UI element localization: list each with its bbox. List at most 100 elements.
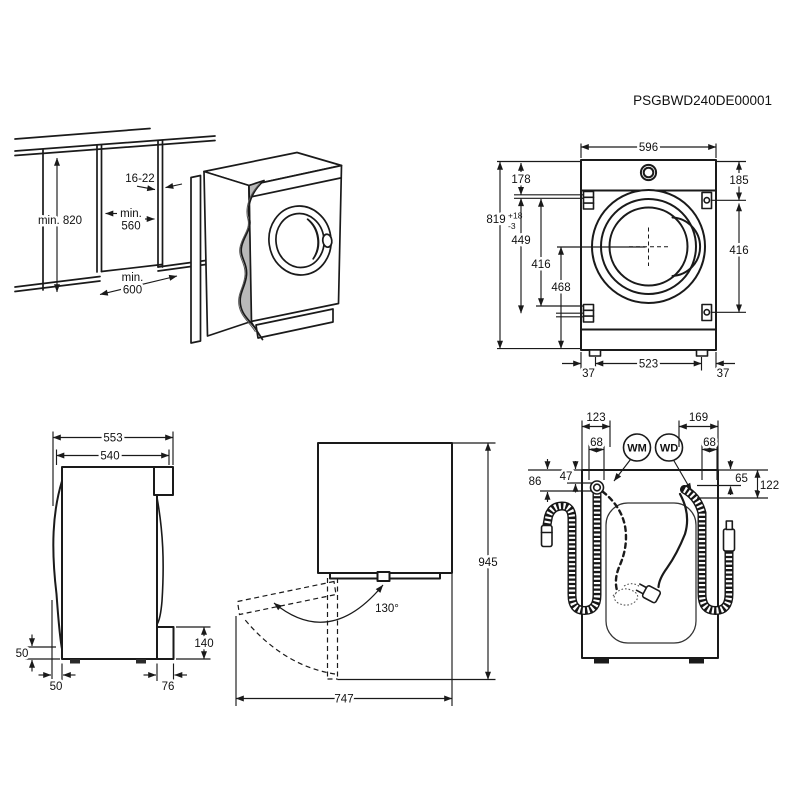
- power-cord: [657, 492, 689, 589]
- angle-arc: [273, 584, 384, 623]
- door-handle: [321, 233, 333, 249]
- side-foot-front: [70, 659, 80, 664]
- dim-height-open: 945: [478, 557, 497, 569]
- drain-outlet-fitting: [589, 480, 605, 495]
- door-swing-view: 130° 945 747: [235, 442, 500, 708]
- inlet-hose: [680, 485, 736, 616]
- dim-door-angle: 130°: [375, 603, 399, 615]
- niche-left-wall: [96, 144, 103, 273]
- rear-foot-right: [689, 658, 704, 664]
- dim-bottom-rear: 76: [162, 681, 175, 693]
- power-plug: [635, 583, 662, 604]
- wd-callout-label: WD: [660, 443, 678, 455]
- dim-niche-width-value: 560: [121, 221, 140, 233]
- protective-cover: [239, 179, 265, 341]
- document-code: PSGBWD240DE00001: [633, 93, 772, 108]
- dim-height: 819: [486, 214, 505, 226]
- dim-foot-span: 523: [639, 359, 658, 371]
- rear-bracket: [153, 466, 174, 496]
- dim-wd-drop-inner: 65: [735, 473, 748, 485]
- bracket-top-right: [701, 191, 713, 210]
- rear-foot-left: [594, 658, 609, 664]
- dim-hinge-span: 449: [511, 235, 530, 247]
- wd-leader-line: [673, 459, 692, 492]
- counter-back-edge: [14, 127, 151, 140]
- dim-wm-inner: 68: [590, 437, 603, 449]
- dim-wm-drop-inner: 47: [560, 471, 573, 483]
- dim-depth-open: 747: [334, 694, 353, 706]
- dim-depth-total: 553: [103, 433, 122, 445]
- washer-plinth: [255, 308, 334, 339]
- side-view: 553 540 140 50 50 76: [13, 430, 216, 696]
- wm-callout-label: WM: [627, 443, 647, 455]
- counter-front-edge: [14, 135, 216, 157]
- right-shelf-edge: [157, 258, 214, 272]
- washer-3d-view: [190, 151, 343, 344]
- dim-height-tol-minus: -3: [508, 221, 516, 231]
- dim-foot-right: 37: [717, 368, 730, 380]
- niche-floor: [100, 263, 163, 273]
- side-foot-rear: [136, 659, 146, 664]
- internal-drain-hose-dashed: [601, 490, 628, 594]
- drain-hose-end: [540, 524, 553, 548]
- dim-niche-height: min. 820: [38, 215, 82, 227]
- inlet-hose-connector: [722, 528, 736, 552]
- dim-depth-body: 540: [100, 451, 119, 463]
- door-swing-path: [243, 617, 336, 675]
- hinge-top-left: [582, 190, 595, 210]
- decor-panel: [190, 174, 202, 344]
- dim-wd-offset: 169: [689, 412, 708, 424]
- dim-niche-width-prefix: min.: [120, 208, 142, 220]
- rear-extension-lines: [528, 420, 768, 499]
- dim-center-span: 468: [551, 282, 570, 294]
- dim-offset-top-left: 178: [511, 174, 530, 186]
- inlet-hose-cap: [725, 520, 734, 531]
- dim-wm-drop-outer: 86: [529, 476, 542, 488]
- dim-wd-drop-outer: 122: [760, 480, 779, 492]
- rear-bottom-box: [156, 626, 175, 660]
- dim-niche-depth-prefix: min.: [122, 272, 144, 284]
- foot-right: [695, 349, 709, 357]
- dim-bottom-front: 50: [50, 681, 63, 693]
- dim-wm-offset: 123: [586, 412, 605, 424]
- dim-line-niche-depth: [99, 274, 178, 296]
- door-handle-recess: [306, 218, 320, 260]
- coiled-hose-scribble: [612, 583, 641, 606]
- wd-callout-circle: [654, 433, 684, 462]
- rear-panel-bulge: [156, 496, 164, 626]
- door-hinge-tab: [376, 571, 391, 582]
- machine-top-outline: [317, 442, 453, 574]
- dim-panel-thickness: 16-22: [125, 173, 154, 185]
- door-handle-arc: [671, 216, 702, 277]
- hinge-bottom-left: [582, 303, 595, 323]
- dim-wd-inner: 68: [703, 437, 716, 449]
- niche-diagram: min. 820 min. 560 min. 600 16-22: [14, 127, 216, 299]
- side-body-outline: [61, 466, 158, 660]
- rear-view: WM WD 123 68 169 68 86 47 65 122: [526, 410, 782, 664]
- wm-callout-circle: [622, 433, 652, 462]
- top-knob-inner: [642, 166, 655, 179]
- door-open-90-outline: [326, 578, 339, 680]
- dim-rear-recess: 140: [194, 638, 213, 650]
- dim-offset-top-right: 185: [729, 175, 748, 187]
- dim-arrow-panel-right: [165, 183, 183, 189]
- wm-leader-line: [613, 459, 631, 482]
- foot-left: [588, 349, 602, 357]
- swing-extension-lines: [235, 442, 496, 706]
- dim-front-clearance: 50: [16, 648, 29, 660]
- control-panel-line: [249, 177, 342, 198]
- dim-width: 596: [639, 142, 658, 154]
- dim-right-span: 416: [729, 245, 748, 257]
- dim-arrow-panel-left: [136, 185, 156, 192]
- front-door-bulge: [52, 480, 63, 650]
- niche-right-wall: [157, 139, 164, 268]
- rear-panel-recess: [605, 502, 697, 644]
- dim-foot-left: 37: [582, 368, 595, 380]
- drain-hose: [540, 489, 602, 616]
- front-view: 596 819 +18 -3 178 449 416 468 185 416 3…: [484, 140, 751, 383]
- dim-niche-depth-value: 600: [123, 285, 142, 297]
- bracket-bottom-right: [701, 303, 713, 322]
- door-open-130-outline: [236, 580, 337, 616]
